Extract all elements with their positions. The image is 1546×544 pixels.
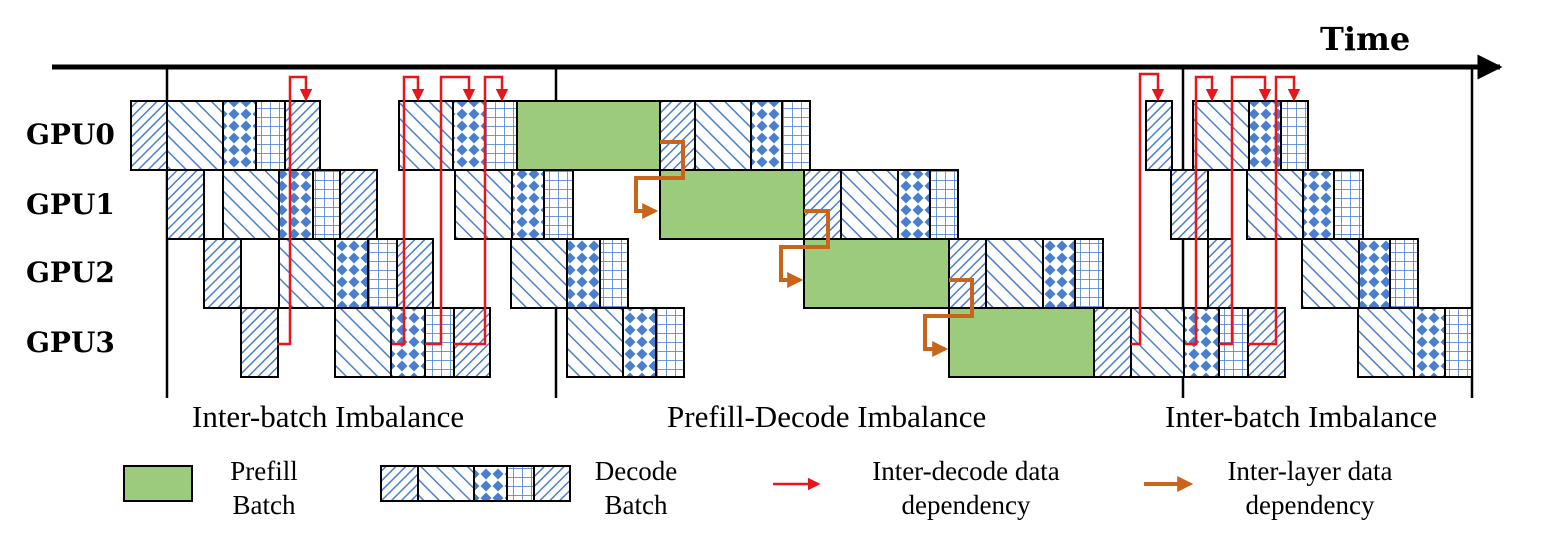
decode-block-fine-hatch-gpu1 bbox=[1170, 169, 1209, 240]
decode-block-fine-hatch-gpu0 bbox=[1145, 100, 1173, 171]
decode-block-dots-gpu1 bbox=[1302, 169, 1335, 240]
section-label-inter-batch-1: Inter-batch Imbalance bbox=[192, 399, 464, 434]
section-label-prefill-decode: Prefill-Decode Imbalance bbox=[667, 399, 986, 434]
inter-decode-arrow-3 bbox=[425, 75, 476, 346]
prefill-block-gpu2 bbox=[803, 238, 950, 309]
legend-decode-label-line1: Decode bbox=[595, 456, 677, 486]
decode-block-dots-gpu3 bbox=[622, 307, 657, 378]
decode-block-fine-hatch-gpu0 bbox=[130, 100, 168, 171]
decode-block-wide-hatch-gpu3 bbox=[566, 307, 624, 378]
decode-block-dots-gpu2 bbox=[1042, 238, 1076, 309]
decode-block-fine-hatch-gpu3 bbox=[1247, 307, 1286, 378]
inter-decode-arrow-8 bbox=[1248, 75, 1301, 346]
legend-prefill-label-line2: Batch bbox=[233, 490, 296, 520]
legend-decode-swatch bbox=[380, 465, 571, 502]
section-label-inter-batch-2: Inter-batch Imbalance bbox=[1165, 399, 1437, 434]
decode-block-wide-hatch-gpu0 bbox=[694, 100, 752, 171]
decode-block-fine-hatch-gpu2 bbox=[948, 238, 987, 309]
decode-block-grid-gpu2 bbox=[1389, 238, 1419, 309]
decode-block-grid-gpu2 bbox=[367, 238, 398, 309]
legend-inter-layer-label-line1: Inter-layer data bbox=[1227, 456, 1392, 486]
decode-block-dots-gpu0 bbox=[452, 100, 486, 171]
decode-block-fine-hatch-gpu1 bbox=[339, 169, 378, 240]
decode-block-grid-gpu0 bbox=[781, 100, 811, 171]
decode-block-wide-hatch-gpu0 bbox=[166, 100, 224, 171]
decode-block-dots-gpu1 bbox=[511, 169, 545, 240]
decode-block-grid-gpu0 bbox=[255, 100, 286, 171]
decode-block-wide-hatch-gpu3 bbox=[334, 307, 392, 378]
decode-block-dots-gpu2 bbox=[334, 238, 369, 309]
row-label-gpu0: GPU0 bbox=[26, 118, 115, 151]
decode-block-fine-hatch-gpu2 bbox=[203, 238, 242, 309]
legend-inter-layer-label-line2: dependency bbox=[1246, 490, 1375, 520]
decode-block-wide-hatch-gpu2 bbox=[985, 238, 1044, 309]
decode-block-fine-hatch-gpu0 bbox=[659, 100, 696, 171]
decode-block-dots-gpu1 bbox=[278, 169, 314, 240]
inter-decode-arrow-5 bbox=[1131, 72, 1165, 346]
decode-block-grid-gpu1 bbox=[929, 169, 959, 240]
decode-block-grid-gpu3 bbox=[1444, 307, 1473, 378]
row-label-gpu3: GPU3 bbox=[26, 326, 115, 359]
decode-block-dots-gpu3 bbox=[1183, 307, 1220, 378]
decode-block-grid-gpu2 bbox=[599, 238, 629, 309]
decode-block-wide-hatch-gpu0 bbox=[1192, 100, 1250, 171]
prefill-block-gpu0 bbox=[516, 100, 661, 171]
decode-block-grid-gpu3 bbox=[424, 307, 455, 378]
decode-block-fine-hatch-gpu2 bbox=[1207, 238, 1233, 309]
inter-decode-arrow-7 bbox=[1219, 75, 1272, 346]
decode-block-grid-gpu1 bbox=[1333, 169, 1364, 240]
batch-blocks bbox=[130, 100, 1473, 378]
decode-block-fine-hatch-gpu3 bbox=[1093, 307, 1132, 378]
decode-block-wide-hatch-gpu1 bbox=[454, 169, 513, 240]
decode-block-dots-gpu0 bbox=[222, 100, 257, 171]
decode-block-fine-hatch-gpu1 bbox=[166, 169, 205, 240]
legend-decode-label-line2: Batch bbox=[605, 490, 668, 520]
decode-block-dots-gpu3 bbox=[390, 307, 426, 378]
decode-block-grid-gpu1 bbox=[543, 169, 574, 240]
legend: Prefill Batch Decode Batch Inter-decode … bbox=[123, 456, 1393, 520]
inter-layer-arrow-2 bbox=[779, 209, 830, 288]
legend-prefill-swatch bbox=[123, 465, 193, 502]
decode-block-grid-gpu1 bbox=[312, 169, 341, 240]
decode-block-grid-gpu3 bbox=[1218, 307, 1249, 378]
decode-block-dots-gpu0 bbox=[750, 100, 783, 171]
decode-block-wide-hatch-gpu2 bbox=[278, 238, 336, 309]
decode-block-wide-hatch-gpu0 bbox=[398, 100, 454, 171]
inter-decode-arrow-1 bbox=[277, 75, 313, 346]
decode-block-dots-gpu1 bbox=[897, 169, 931, 240]
legend-prefill-label-line1: Prefill bbox=[230, 456, 298, 486]
decode-block-wide-hatch-gpu2 bbox=[510, 238, 568, 309]
decode-block-grid-gpu3 bbox=[655, 307, 685, 378]
decode-block-dots-gpu3 bbox=[1413, 307, 1446, 378]
inter-decode-arrow-4 bbox=[454, 75, 509, 346]
row-label-gpu1: GPU1 bbox=[26, 188, 115, 221]
decode-block-fine-hatch-gpu2 bbox=[396, 238, 434, 309]
decode-block-wide-hatch-gpu2 bbox=[1301, 238, 1360, 309]
decode-block-wide-hatch-gpu1 bbox=[222, 169, 280, 240]
prefill-block-gpu1 bbox=[659, 169, 805, 240]
decode-block-grid-gpu0 bbox=[1280, 100, 1309, 171]
inter-layer-arrow-3 bbox=[923, 278, 974, 357]
decode-block-dots-gpu2 bbox=[566, 238, 601, 309]
inter-decode-arrow-6 bbox=[1185, 75, 1219, 346]
legend-inter-decode-label-line1: Inter-decode data bbox=[872, 456, 1060, 486]
decode-block-grid-gpu0 bbox=[484, 100, 518, 171]
row-label-gpu2: GPU2 bbox=[26, 256, 115, 289]
decode-block-wide-hatch-gpu1 bbox=[840, 169, 899, 240]
decode-block-fine-hatch-gpu3 bbox=[240, 307, 279, 378]
legend-inter-decode-label-line2: dependency bbox=[902, 490, 1031, 520]
decode-block-dots-gpu2 bbox=[1358, 238, 1391, 309]
dependency-arrows bbox=[277, 72, 1301, 357]
inter-layer-arrow-1 bbox=[634, 140, 685, 219]
decode-block-fine-hatch-gpu1 bbox=[803, 169, 842, 240]
inter-decode-arrow-2 bbox=[392, 75, 425, 346]
decode-block-wide-hatch-gpu3 bbox=[1357, 307, 1415, 378]
prefill-block-gpu3 bbox=[948, 307, 1095, 378]
time-axis-label: Time bbox=[1320, 20, 1410, 58]
decode-block-grid-gpu2 bbox=[1074, 238, 1104, 309]
